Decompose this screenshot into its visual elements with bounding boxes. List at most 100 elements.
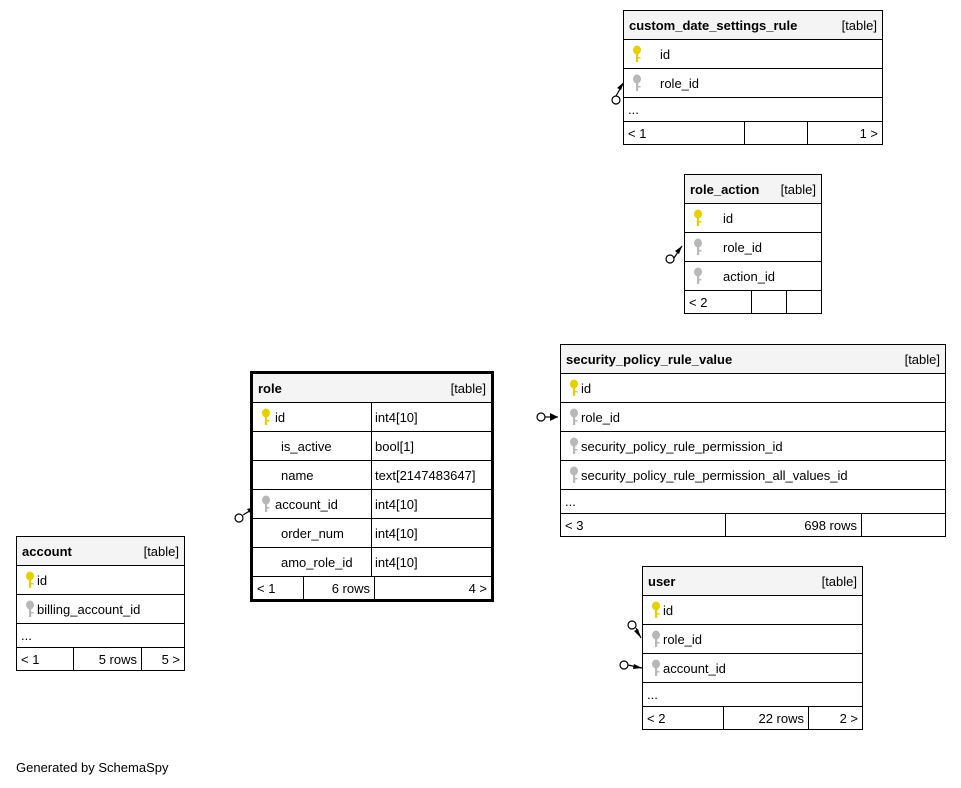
foreign-key-icon <box>691 238 705 256</box>
column-name: id <box>37 572 48 588</box>
table-name: user <box>648 573 676 589</box>
column-row[interactable]: role_id <box>685 233 821 262</box>
children-link[interactable]: 5 > <box>141 648 184 670</box>
primary-key-icon <box>259 408 273 426</box>
row-count: 6 rows <box>303 577 374 599</box>
parents-link[interactable]: < 3 <box>565 517 584 533</box>
table-header: account [table] <box>17 537 184 566</box>
more-columns-ellipsis: ... <box>17 624 184 648</box>
column-type: bool[1] <box>371 432 491 460</box>
column-name: role_id <box>581 409 621 425</box>
column-name: account_id <box>663 660 726 676</box>
foreign-key-icon <box>691 267 705 285</box>
primary-key-icon <box>23 571 37 589</box>
parents-link[interactable]: < 1 <box>21 651 40 667</box>
table-header: role_action [table] <box>685 175 821 204</box>
more-columns-ellipsis: ... <box>643 683 862 707</box>
table-kind: [table] <box>450 380 486 396</box>
children-link[interactable] <box>861 514 945 536</box>
fk-end-role-account <box>234 513 244 523</box>
fk-end-custom-date-settings-rule <box>611 95 621 105</box>
column-row[interactable]: security_policy_rule_permission_all_valu… <box>561 461 945 490</box>
table-header: user [table] <box>643 567 862 596</box>
column-row[interactable]: id <box>643 596 862 625</box>
column-type: text[2147483647] <box>371 461 491 489</box>
column-name: id <box>723 210 734 226</box>
table-footer: < 1 5 rows 5 > <box>17 648 184 670</box>
column-name: account_id <box>275 496 338 512</box>
table-footer: < 3 698 rows <box>561 514 945 536</box>
column-row[interactable]: account_id int4[10] <box>253 490 491 519</box>
column-type: int4[10] <box>371 519 491 547</box>
column-name: security_policy_rule_permission_id <box>581 438 783 454</box>
table-name: role <box>258 380 282 396</box>
children-link[interactable]: 2 > <box>808 707 862 729</box>
row-count <box>751 291 786 313</box>
column-row[interactable]: role_id <box>561 403 945 432</box>
foreign-key-icon <box>23 600 37 618</box>
column-row[interactable]: security_policy_rule_permission_id <box>561 432 945 461</box>
row-count: 5 rows <box>73 648 141 670</box>
column-row[interactable]: role_id <box>624 69 882 98</box>
table-header: security_policy_rule_value [table] <box>561 345 945 374</box>
primary-key-icon <box>567 379 581 397</box>
column-name: order_num <box>281 525 344 541</box>
row-count <box>744 122 807 144</box>
primary-key-icon <box>630 45 644 63</box>
table-kind: [table] <box>904 351 940 367</box>
foreign-key-icon <box>567 437 581 455</box>
more-columns-ellipsis: ... <box>624 98 882 122</box>
table-role-action[interactable]: role_action [table] id role_id action_id… <box>684 174 822 314</box>
fk-end-user-role <box>627 620 637 630</box>
column-row[interactable]: order_num int4[10] <box>253 519 491 548</box>
column-row[interactable]: is_active bool[1] <box>253 432 491 461</box>
column-row[interactable]: billing_account_id <box>17 595 184 624</box>
column-row[interactable]: id <box>685 204 821 233</box>
foreign-key-icon <box>259 495 273 513</box>
children-link[interactable]: 1 > <box>807 122 882 144</box>
column-row[interactable]: id <box>624 40 882 69</box>
parents-link[interactable]: < 2 <box>689 294 708 310</box>
column-row[interactable]: account_id <box>643 654 862 683</box>
column-row[interactable]: id <box>17 566 184 595</box>
primary-key-icon <box>649 601 663 619</box>
children-link[interactable] <box>786 291 821 313</box>
table-header: role [table] <box>253 374 491 403</box>
table-name: role_action <box>690 181 760 197</box>
table-name: security_policy_rule_value <box>566 351 733 367</box>
table-kind: [table] <box>841 17 877 33</box>
foreign-key-icon <box>649 659 663 677</box>
table-account[interactable]: account [table] id billing_account_id ..… <box>16 536 185 671</box>
column-name: id <box>660 46 671 62</box>
column-row[interactable]: role_id <box>643 625 862 654</box>
column-name: billing_account_id <box>37 601 141 617</box>
foreign-key-icon <box>567 466 581 484</box>
column-row[interactable]: amo_role_id int4[10] <box>253 548 491 577</box>
table-kind: [table] <box>143 543 179 559</box>
column-row[interactable]: id <box>561 374 945 403</box>
table-security-policy-rule-value[interactable]: security_policy_rule_value [table] id ro… <box>560 344 946 537</box>
column-row[interactable]: id int4[10] <box>253 403 491 432</box>
column-row[interactable]: action_id <box>685 262 821 291</box>
table-role[interactable]: role [table] id int4[10] is_active bool[… <box>250 371 494 602</box>
more-columns-ellipsis: ... <box>561 490 945 514</box>
parents-link[interactable]: < 1 <box>257 580 276 596</box>
column-name: id <box>663 602 674 618</box>
foreign-key-icon <box>649 630 663 648</box>
table-user[interactable]: user [table] id role_id account_id ... <… <box>642 566 863 730</box>
fk-end-role-action <box>665 254 675 264</box>
column-name: id <box>581 380 592 396</box>
foreign-key-icon <box>567 408 581 426</box>
parents-link[interactable]: < 2 <box>647 710 666 726</box>
children-link[interactable]: 4 > <box>374 577 491 599</box>
table-kind: [table] <box>780 181 816 197</box>
parents-link[interactable]: < 1 <box>628 125 647 141</box>
column-row[interactable]: name text[2147483647] <box>253 461 491 490</box>
table-custom-date-settings-rule[interactable]: custom_date_settings_rule [table] id rol… <box>623 10 883 145</box>
foreign-key-icon <box>630 74 644 92</box>
fk-end-user-account <box>619 660 629 670</box>
column-name: name <box>281 467 314 483</box>
column-name: is_active <box>281 438 332 454</box>
primary-key-icon <box>691 209 705 227</box>
